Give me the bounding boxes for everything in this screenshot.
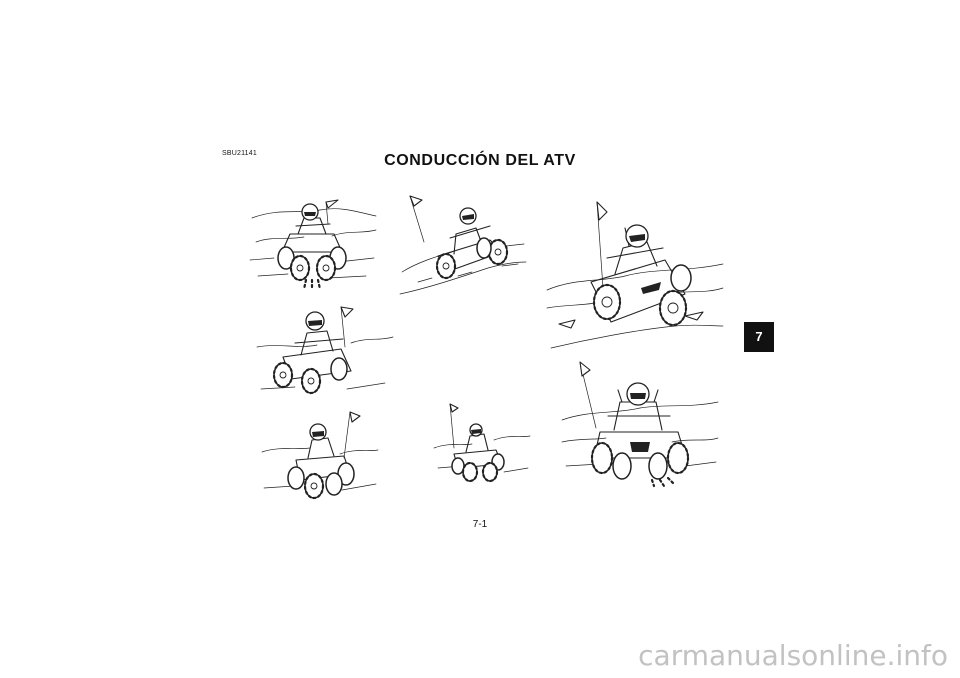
atv-illustration-turning bbox=[546, 201, 724, 349]
watermark: carmanualsonline.info bbox=[638, 639, 948, 672]
atv-illustration-flat-terrain bbox=[249, 199, 377, 291]
page-number: 7-1 bbox=[472, 519, 488, 530]
page-title: CONDUCCIÓN DEL ATV bbox=[384, 152, 576, 169]
atv-illustration-head-on bbox=[561, 361, 719, 488]
atv-illustration-uphill bbox=[399, 195, 527, 295]
section-code: SBU21141 bbox=[222, 150, 257, 157]
atv-illustration-riding-away bbox=[433, 403, 531, 483]
atv-illustration-cornering bbox=[256, 306, 394, 395]
atv-illustration-traversing bbox=[261, 411, 379, 500]
chapter-tab: 7 bbox=[744, 322, 774, 352]
